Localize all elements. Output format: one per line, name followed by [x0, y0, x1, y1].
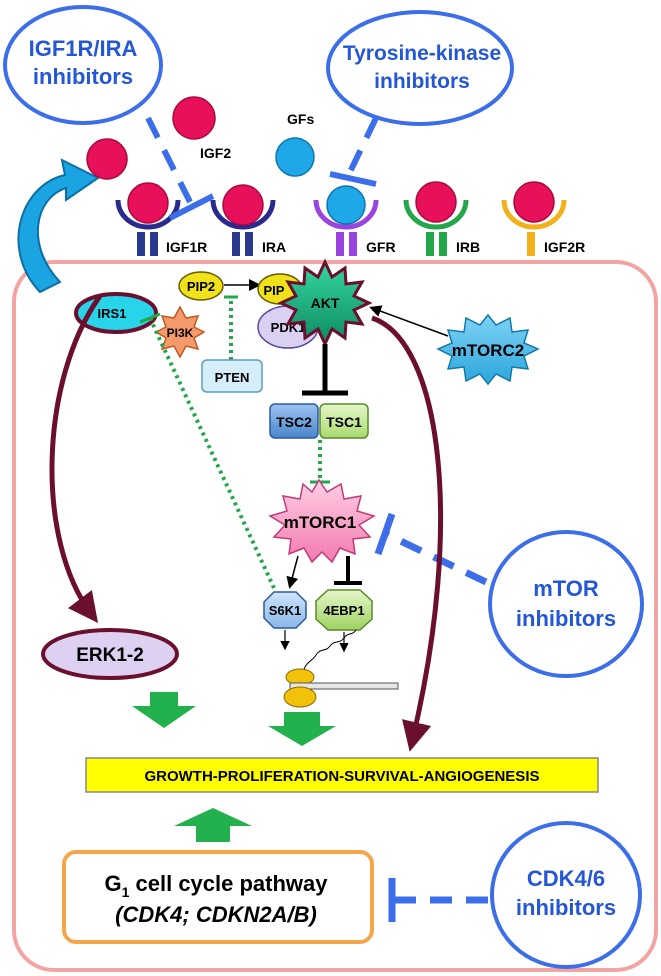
label-pip3: PIP — [264, 283, 285, 298]
node-s6k1 — [263, 591, 307, 629]
node-tsc1 — [319, 403, 369, 439]
translation-to-outcome-green-arrow — [268, 712, 336, 746]
erk-to-outcome-green-arrow — [132, 692, 196, 728]
mtor-inhibitors-line1: mTOR — [533, 576, 599, 601]
receptor-igf1r — [115, 182, 181, 256]
mtor-inhibitors: mTOR inhibitors — [488, 530, 644, 678]
mrna-bar — [289, 682, 399, 690]
igf1r-inhibition-bar — [168, 193, 215, 221]
label-erk: ERK1-2 — [76, 645, 144, 666]
ribosome-large-subunit — [283, 686, 317, 708]
ligand-gf-free — [275, 137, 315, 177]
label-irs1: IRS1 — [98, 306, 127, 321]
mtor-inhibition-line — [384, 530, 488, 586]
label-4ebp1: 4EBP1 — [323, 603, 364, 618]
label-mtorc2: mTORC2 — [452, 341, 524, 360]
igf1r-ira-inhibitors-line2: inhibitors — [33, 64, 133, 89]
mtorc1-to-s6k1-arrow — [286, 555, 299, 589]
g1-line1: G1 cell cycle pathway — [104, 871, 328, 900]
label-igf2r: IGF2R — [544, 239, 585, 255]
label-gfr: GFR — [366, 239, 396, 255]
label-pip2: PIP2 — [187, 279, 215, 294]
cdk46-inhibitors-line1: CDK4/6 — [527, 866, 605, 891]
node-mtorc1 — [268, 478, 376, 564]
node-erk — [41, 628, 179, 680]
label-igf2: IGF2 — [200, 145, 231, 161]
node-4ebp1 — [315, 589, 373, 631]
node-tsc2 — [269, 403, 319, 439]
outcome-label: GROWTH-PROLIFERATION-SURVIVAL-ANGIOGENES… — [144, 768, 539, 785]
mtor-inhibitors-line2: inhibitors — [516, 606, 616, 631]
label-tsc1: TSC1 — [326, 414, 362, 430]
receptor-gfr — [313, 185, 379, 256]
irs1-to-erk-arrow — [49, 294, 103, 623]
igf1r-ira-inhibitors: IGF1R/IRA inhibitors — [3, 5, 163, 125]
label-ira: IRA — [262, 239, 286, 255]
receptor-igf2r — [501, 181, 567, 256]
label-irb: IRB — [456, 239, 480, 255]
cdk46-inhibitors: CDK4/6 inhibitors — [490, 821, 642, 969]
receptor-ira — [210, 184, 276, 256]
node-pi3k — [154, 305, 206, 359]
akt-to-outcome-arrow — [371, 315, 444, 752]
label-pten: PTEN — [215, 370, 250, 385]
label-igf1r: IGF1R — [166, 239, 207, 255]
ligand-igf2-free — [172, 96, 216, 140]
label-akt: AKT — [311, 295, 340, 311]
g1-pathway-box — [62, 850, 374, 944]
cell-boundary — [12, 260, 658, 972]
receptor-irb — [403, 181, 469, 256]
node-mtorc2 — [436, 313, 540, 386]
label-s6k1: S6K1 — [269, 603, 302, 618]
mtorc2-to-akt-arrow — [369, 305, 449, 337]
tki-line1: Tyrosine-kinase — [343, 42, 501, 65]
ligand-igf-free-left — [86, 138, 128, 180]
g1-to-outcome-green-arrow — [174, 808, 252, 842]
recycle-arrow — [17, 158, 100, 294]
igf1r-ira-inhibitors-line1: IGF1R/IRA — [29, 36, 138, 61]
cdk46-inhibitors-line2: inhibitors — [516, 895, 616, 920]
tki-inhibition-line — [347, 116, 379, 174]
tki-inhibition-bar — [329, 171, 377, 187]
g1-line2: (CDK4; CDKN2A/B) — [115, 902, 317, 927]
s6k1-feedback-dotted — [148, 317, 276, 589]
label-pi3k: PI3K — [167, 326, 194, 340]
mrna-strand — [301, 629, 357, 676]
node-pip2 — [178, 271, 224, 301]
label-gfs: GFs — [287, 111, 314, 127]
label-tsc2: TSC2 — [276, 414, 312, 430]
node-pten — [201, 359, 263, 393]
label-mtorc1: mTORC1 — [284, 513, 356, 532]
igf1r-inhibition-line — [145, 116, 193, 204]
outcome-box — [85, 757, 599, 793]
mtor-inhibition-bar — [374, 512, 396, 556]
tyrosine-kinase-inhibitors: Tyrosine-kinase inhibitors — [326, 10, 514, 126]
tki-line2: inhibitors — [374, 70, 470, 93]
s6k1-feedback-bar — [139, 312, 161, 324]
